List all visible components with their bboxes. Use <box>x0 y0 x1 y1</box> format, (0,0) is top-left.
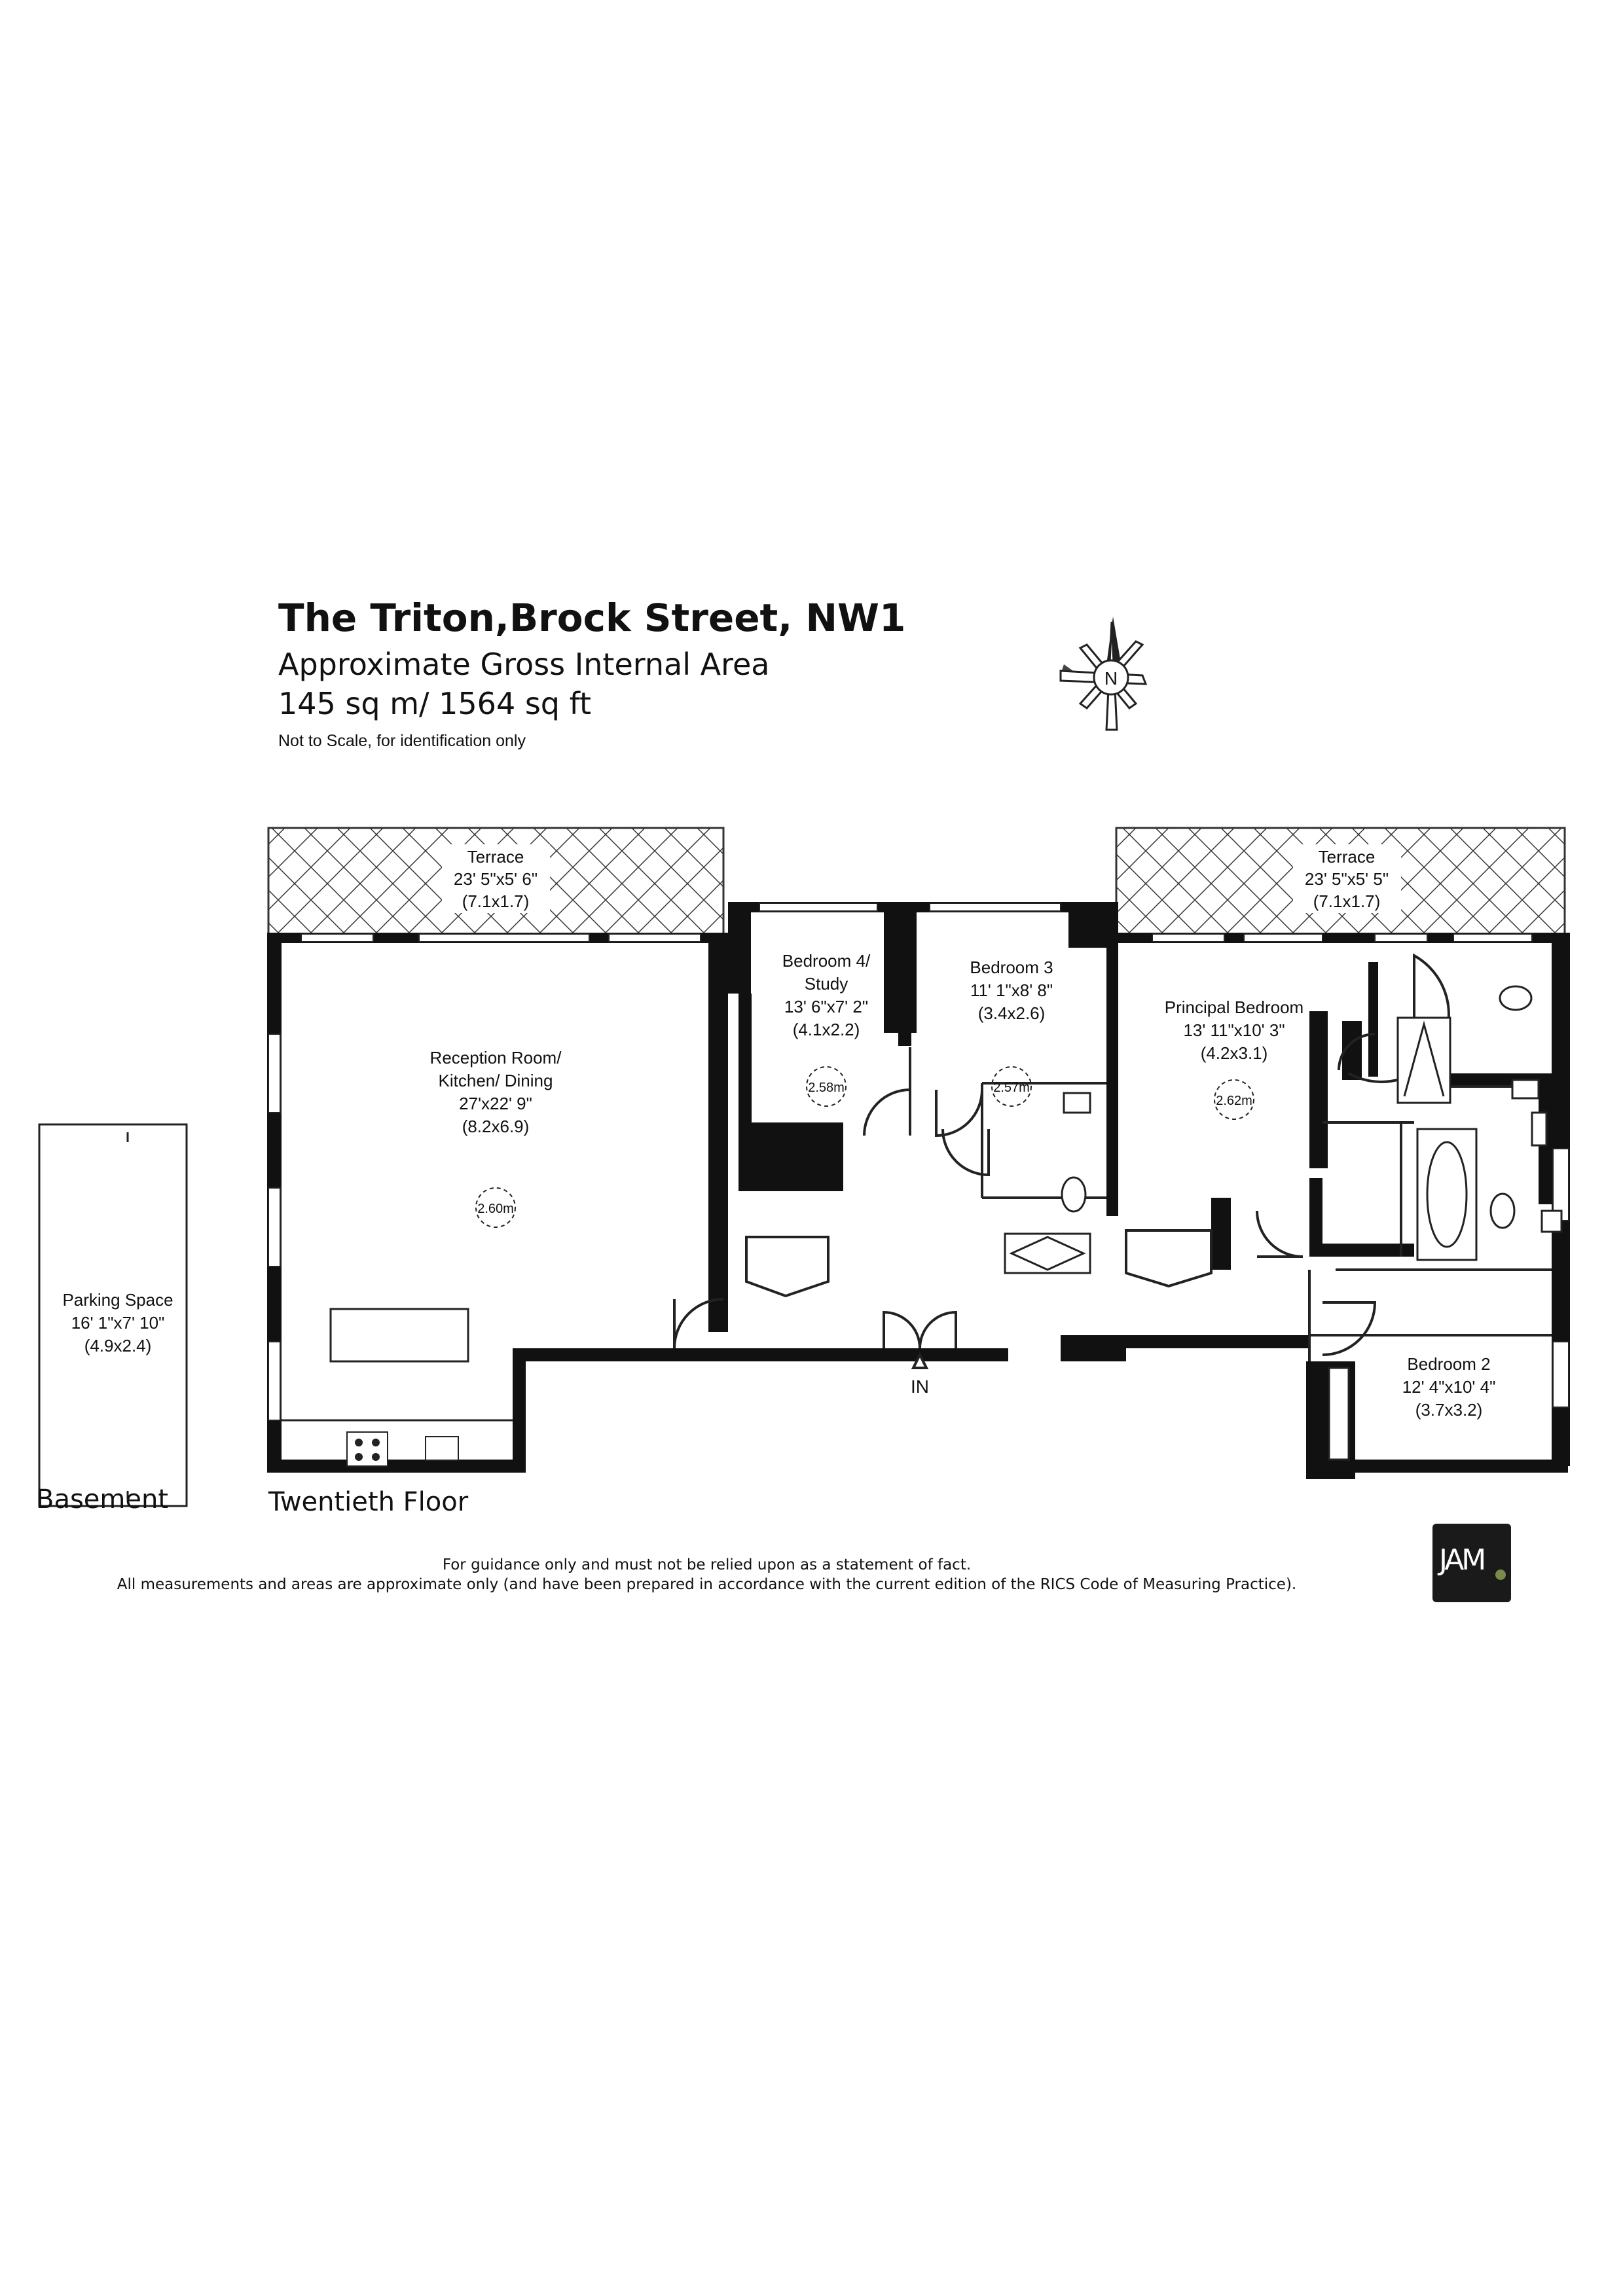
room-bedroom-4: Bedroom 4/ Study 13' 6"x7' 2" (4.1x2.2) <box>782 951 871 1039</box>
terrace-left-metric: (7.1x1.7) <box>462 891 530 911</box>
bedroom4-imperial: 13' 6"x7' 2" <box>784 997 868 1016</box>
parking-imperial: 16' 1"x7' 10" <box>71 1313 165 1333</box>
terrace-left-imperial: 23' 5"x5' 6" <box>454 869 538 889</box>
bedroom4-name-2: Study <box>805 974 848 994</box>
bedroom2-imperial: 12' 4"x10' 4" <box>1402 1377 1496 1397</box>
compass-north-label: N <box>1104 668 1118 689</box>
parking-name: Parking Space <box>62 1290 173 1310</box>
bedroom4-name-1: Bedroom 4/ <box>782 951 871 971</box>
bedroom4-ceiling-height: 2.58m <box>808 1081 845 1095</box>
bedroom3-ceiling-height: 2.57m <box>993 1081 1030 1095</box>
bedroom2-name: Bedroom 2 <box>1407 1354 1490 1374</box>
floor-label: Twentieth Floor <box>268 1487 469 1517</box>
terrace-left: Terrace 23' 5"x5' 6" (7.1x1.7) <box>267 827 725 939</box>
bedroom3-name: Bedroom 3 <box>970 958 1053 977</box>
plan-title: The Triton,Brock Street, NW1 <box>278 596 906 640</box>
bedroom3-imperial: 11' 1"x8' 8" <box>970 980 1053 1000</box>
bay-windows <box>745 1229 1213 1298</box>
jam-logo-dot <box>1495 1570 1506 1580</box>
bathroom-fixtures <box>1004 985 1563 1461</box>
kitchen-counter <box>282 1419 513 1467</box>
reception-metric: (8.2x6.9) <box>462 1117 530 1136</box>
scale-note: Not to Scale, for identification only <box>278 732 526 750</box>
windows <box>268 903 1569 1421</box>
terrace-right-metric: (7.1x1.7) <box>1313 891 1381 911</box>
disclaimer-line-1: For guidance only and must not be relied… <box>442 1556 972 1573</box>
terrace-right-name: Terrace <box>1319 847 1376 867</box>
principal-imperial: 13' 11"x10' 3" <box>1183 1020 1285 1040</box>
reception-ceiling-height: 2.60m <box>477 1202 514 1216</box>
disclaimer-line-2: All measurements and areas are approxima… <box>117 1576 1297 1593</box>
reception-imperial: 27'x22' 9" <box>459 1094 532 1113</box>
reception-name-1: Reception Room/ <box>430 1048 562 1067</box>
room-principal-bedroom: Principal Bedroom 13' 11"x10' 3" (4.2x3.… <box>1165 997 1304 1063</box>
entrance-door <box>883 1310 957 1369</box>
terrace-right-imperial: 23' 5"x5' 5" <box>1305 869 1389 889</box>
parking-metric: (4.9x2.4) <box>84 1336 152 1355</box>
terrace-right: Terrace 23' 5"x5' 5" (7.1x1.7) <box>1115 827 1566 939</box>
kitchen-island <box>329 1308 469 1363</box>
bedroom2-metric: (3.7x3.2) <box>1415 1400 1483 1420</box>
basement-label: Basement <box>36 1484 169 1515</box>
gross-area: 145 sq m/ 1564 sq ft <box>278 686 592 721</box>
reception-name-2: Kitchen/ Dining <box>439 1071 553 1090</box>
principal-ceiling-height: 2.62m <box>1216 1094 1252 1108</box>
jam-logo: JAM <box>1432 1524 1511 1602</box>
interior-partitions <box>909 1047 1552 1361</box>
compass-icon: N <box>1059 617 1148 731</box>
principal-metric: (4.2x3.1) <box>1201 1043 1268 1063</box>
plan-subtitle: Approximate Gross Internal Area <box>278 647 770 682</box>
bedroom4-metric: (4.1x2.2) <box>793 1020 860 1039</box>
entrance-label: IN <box>911 1376 929 1397</box>
principal-name: Principal Bedroom <box>1165 997 1304 1017</box>
terrace-left-name: Terrace <box>467 847 524 867</box>
bedroom3-metric: (3.4x2.6) <box>978 1003 1046 1023</box>
jam-logo-text: JAM <box>1439 1543 1486 1577</box>
ceiling-heights <box>475 1066 1254 1228</box>
room-reception: Reception Room/ Kitchen/ Dining 27'x22' … <box>430 1048 562 1136</box>
room-bedroom-3: Bedroom 3 11' 1"x8' 8" (3.4x2.6) <box>970 958 1053 1023</box>
room-bedroom-2: Bedroom 2 12' 4"x10' 4" (3.7x3.2) <box>1402 1354 1496 1420</box>
parking-space: Parking Space 16' 1"x7' 10" (4.9x2.4) <box>38 1123 188 1507</box>
